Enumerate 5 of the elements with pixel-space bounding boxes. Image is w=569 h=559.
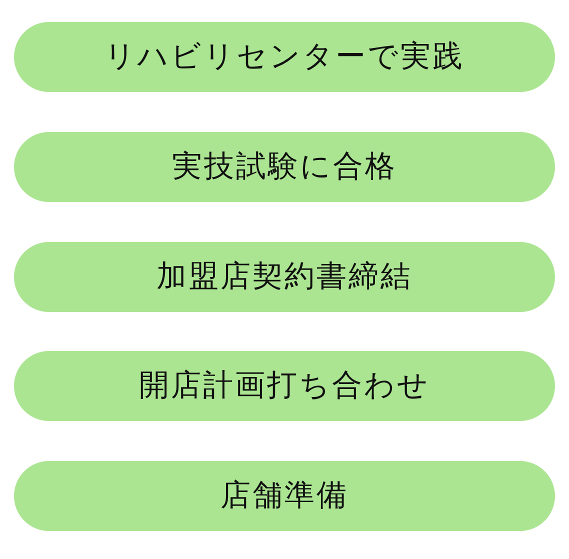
step-label: 加盟店契約書締結 <box>156 259 412 295</box>
step-label: 実技試験に合格 <box>172 149 397 185</box>
step-label: 店舗準備 <box>220 478 348 514</box>
step-label: 開店計画打ち合わせ <box>139 368 430 404</box>
step-label: リハビリセンターで実践 <box>104 39 464 75</box>
